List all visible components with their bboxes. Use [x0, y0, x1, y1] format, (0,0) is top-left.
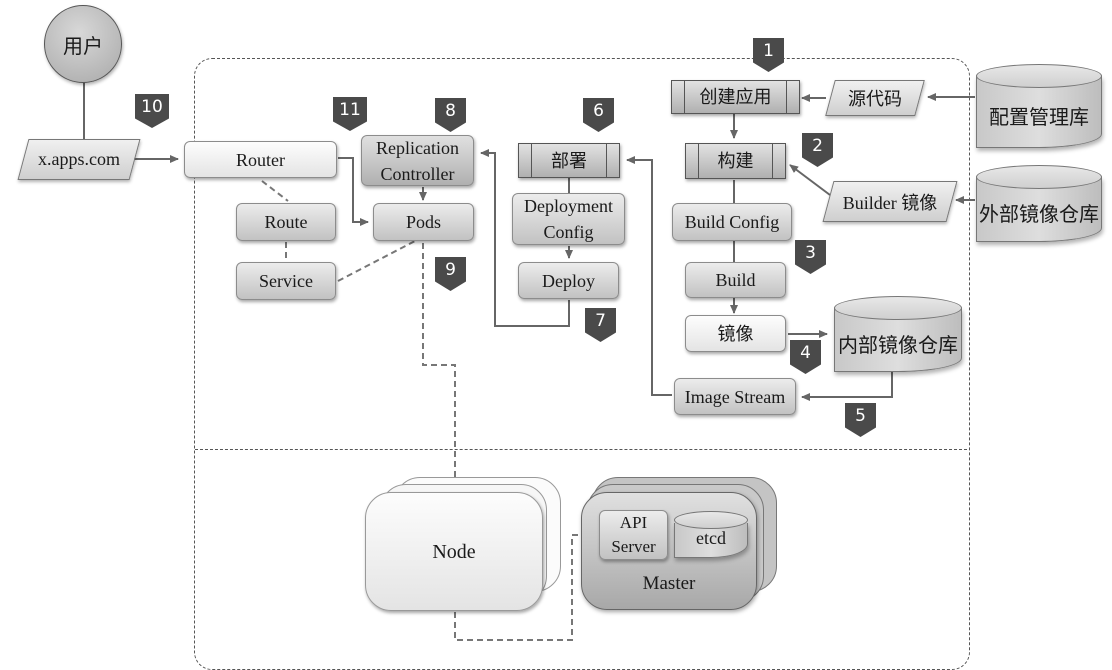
deploy-process-label: 部署 — [551, 150, 587, 171]
step-badge-10: 10 — [135, 94, 169, 128]
create-app-label: 创建应用 — [699, 87, 772, 107]
pods-node: Pods — [373, 203, 474, 241]
etcd-label: etcd — [696, 528, 726, 548]
pods-label: Pods — [405, 212, 441, 232]
route-node: Route — [236, 203, 336, 241]
source-code-node: 源代码 — [825, 80, 925, 116]
build-label: Build — [715, 270, 756, 290]
cluster-divider — [195, 449, 967, 450]
domain-node: x.apps.com — [17, 139, 141, 180]
builder-image-node: Builder 镜像 — [822, 181, 958, 222]
api-server-node: API Server — [599, 510, 668, 560]
builder-image-label: Builder 镜像 — [842, 192, 938, 213]
rc-label-line2: Controller — [380, 163, 455, 184]
service-label: Service — [259, 271, 313, 291]
external-registry-cylinder: 外部镜像仓库 — [976, 165, 1102, 242]
user-label: 用户 — [63, 33, 103, 58]
dc-label-line1: Deployment — [524, 196, 613, 216]
build-config-node: Build Config — [672, 203, 792, 241]
deployment-config-node: Deployment Config — [512, 193, 625, 245]
router-node: Router — [184, 141, 337, 178]
router-label: Router — [236, 149, 285, 170]
domain-label: x.apps.com — [38, 149, 120, 169]
master-label: Master — [642, 573, 696, 594]
node-box: Node — [365, 492, 543, 611]
service-node: Service — [236, 262, 336, 300]
image-stream-node: Image Stream — [674, 378, 796, 415]
build-process-label: 构建 — [717, 151, 754, 171]
source-code-label: 源代码 — [848, 89, 902, 109]
create-app-node: 创建应用 — [671, 80, 800, 114]
api-server-line2: Server — [611, 537, 656, 556]
internal-registry-label: 内部镜像仓库 — [838, 334, 958, 357]
deploy-label: Deploy — [542, 270, 595, 291]
build-process-node: 构建 — [685, 143, 786, 179]
dc-label-line2: Config — [543, 222, 594, 242]
build-node: Build — [685, 262, 786, 298]
internal-registry-cylinder: 内部镜像仓库 — [834, 296, 962, 372]
image-node: 镜像 — [685, 315, 786, 352]
route-label: Route — [264, 212, 308, 232]
image-stream-label: Image Stream — [684, 386, 786, 407]
node-label: Node — [432, 540, 476, 563]
replication-controller-node: Replication Controller — [361, 135, 474, 186]
deploy-node: Deploy — [518, 262, 619, 299]
api-server-line1: API — [619, 513, 648, 532]
rc-label-line1: Replication — [376, 137, 459, 158]
user-node: 用户 — [44, 5, 122, 83]
build-config-label: Build Config — [684, 212, 780, 232]
config-repo-label: 配置管理库 — [989, 106, 1089, 129]
etcd-cylinder: etcd — [674, 511, 748, 558]
deploy-process-node: 部署 — [518, 143, 620, 178]
external-registry-label: 外部镜像仓库 — [979, 204, 1099, 226]
config-repo-cylinder: 配置管理库 — [976, 64, 1102, 148]
image-label: 镜像 — [717, 323, 754, 344]
